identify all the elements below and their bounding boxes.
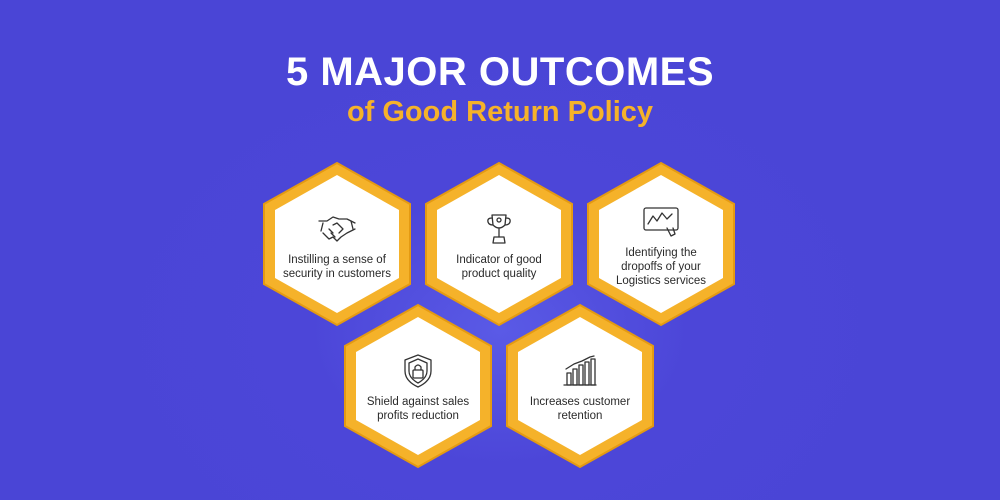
outcome-label: Shield against sales profits reduction bbox=[366, 396, 470, 422]
page-title: 5 MAJOR OUTCOMES bbox=[285, 50, 715, 94]
outcome-hexagon-quality: Indicator of good product quality bbox=[424, 161, 574, 327]
outcome-hexagon-retention: Increases customer retention bbox=[505, 303, 655, 469]
outcome-hexagon-security: Instilling a sense of security in custom… bbox=[262, 161, 412, 327]
hexagon-frame bbox=[263, 161, 411, 327]
outcome-label: Increases customer retention bbox=[529, 396, 631, 422]
outcome-label: Indicator of good product quality bbox=[456, 254, 542, 280]
hexagon-frame bbox=[506, 303, 654, 469]
hexagon-frame bbox=[587, 161, 735, 327]
outcome-hexagon-logistics: Identifying the dropoffs of your Logisti… bbox=[586, 161, 736, 327]
outcome-label: Instilling a sense of security in custom… bbox=[282, 254, 391, 280]
hexagon-frame bbox=[344, 303, 492, 469]
outcome-label: Identifying the dropoffs of your Logisti… bbox=[615, 247, 707, 287]
page-subtitle: of Good Return Policy bbox=[346, 96, 654, 128]
hexagon-frame bbox=[425, 161, 573, 327]
shield-lock-icon bbox=[404, 354, 432, 388]
bar-chart-icon bbox=[563, 355, 597, 386]
handshake-icon bbox=[318, 216, 356, 242]
chart-tablet-icon bbox=[643, 207, 679, 237]
trophy-icon bbox=[487, 214, 511, 244]
outcome-hexagon-shield: Shield against sales profits reduction bbox=[343, 303, 493, 469]
